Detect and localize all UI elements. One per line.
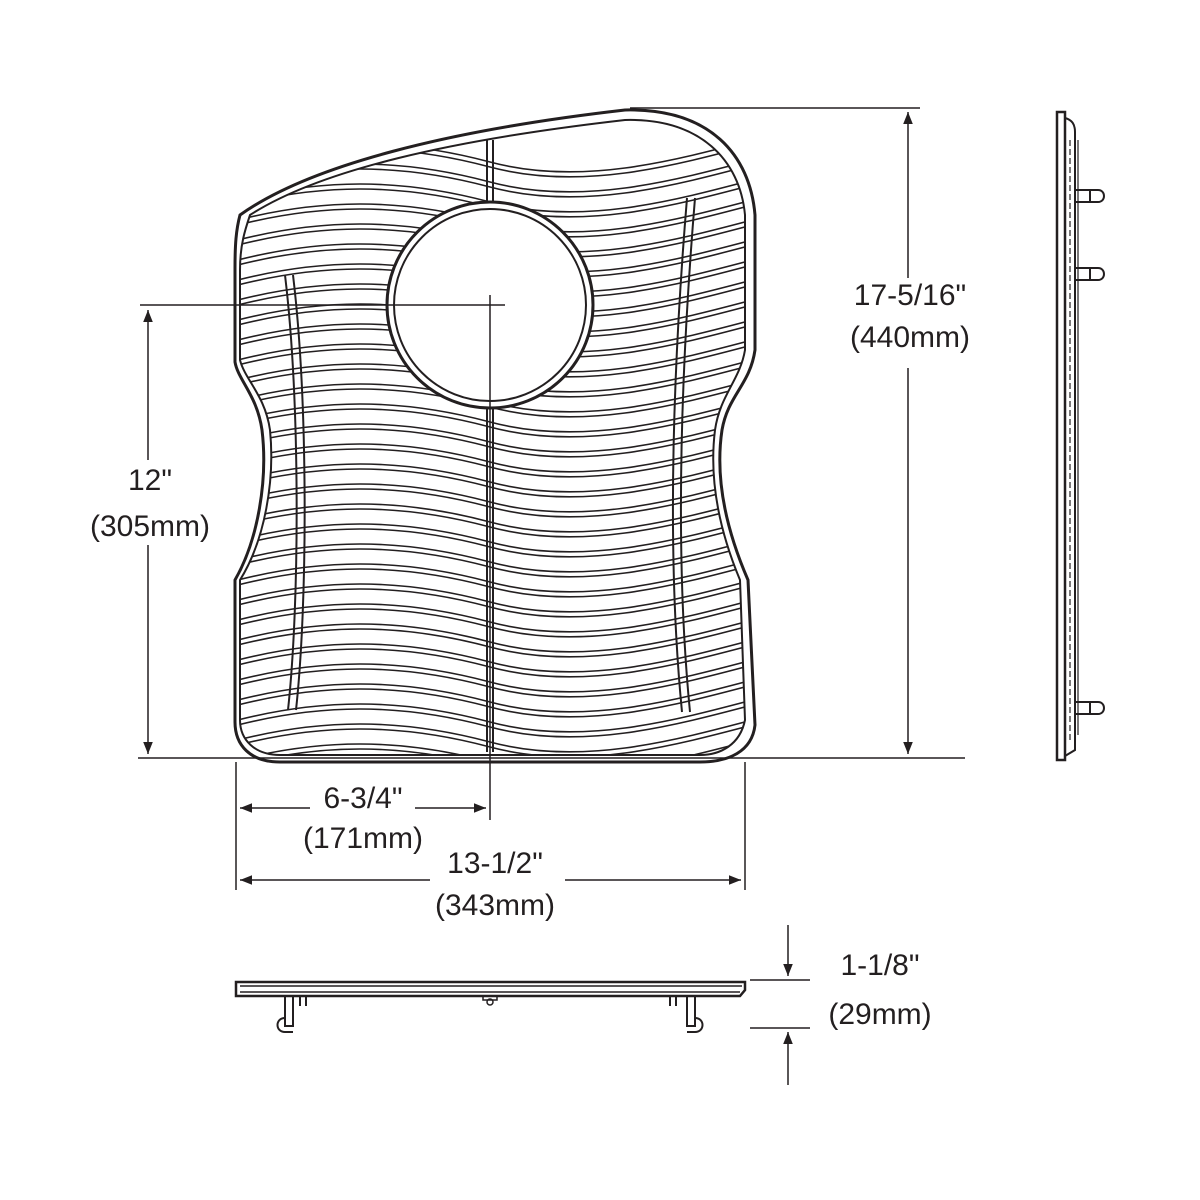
depth-metric: (29mm): [828, 998, 931, 1031]
wave-rod: [240, 137, 745, 173]
dimension-labels: 17-5/16" (440mm) 12" (305mm) 6-3/4" (171…: [90, 279, 970, 1031]
side-foot-top: [1075, 189, 1105, 203]
grid-front-view: [234, 925, 810, 1085]
height-total-imperial: 17-5/16": [854, 279, 966, 312]
drain-offset-metric: (171mm): [303, 822, 423, 855]
side-foot-middle: [1075, 267, 1105, 281]
front-foot-left: [276, 995, 307, 1033]
grid-outer-outline: [233, 108, 757, 764]
drain-height-metric: (305mm): [90, 510, 210, 543]
width-total-imperial: 13-1/2": [447, 847, 543, 880]
wave-rod: [240, 737, 745, 755]
side-foot-bottom: [1075, 701, 1105, 715]
grid-side-view: [1055, 110, 1105, 762]
height-total-metric: (440mm): [850, 321, 970, 354]
drain-offset-imperial: 6-3/4": [323, 782, 402, 815]
depth-imperial: 1-1/8": [840, 949, 919, 982]
wave-rod: [240, 742, 745, 755]
dimension-lines: [138, 107, 965, 890]
drain-height-imperial: 12": [128, 464, 172, 497]
wave-rod: [240, 142, 745, 178]
grid-inner-outline: [239, 118, 747, 756]
width-total-metric: (343mm): [435, 889, 555, 922]
grid-plan-view: [140, 108, 757, 820]
front-foot-right: [669, 995, 704, 1033]
